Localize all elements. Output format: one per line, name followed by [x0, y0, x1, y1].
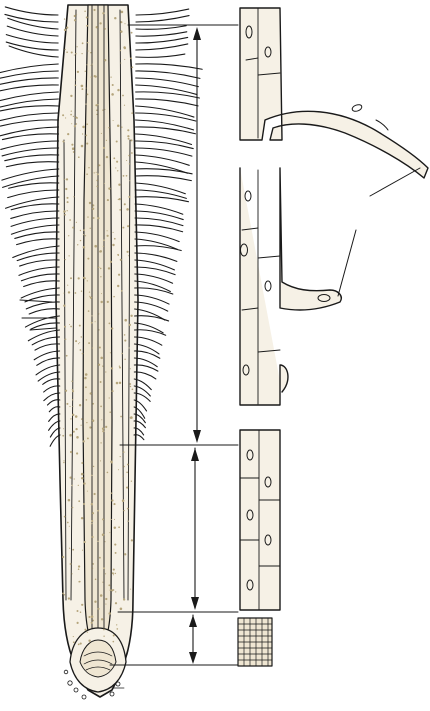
root-hair — [26, 302, 59, 309]
upper-zone-marker — [193, 27, 201, 443]
middle-zone-marker — [191, 448, 199, 610]
root-hair — [135, 225, 183, 232]
root-hair — [135, 148, 192, 156]
root-hair — [0, 78, 58, 85]
root-hair-cell-icon — [238, 8, 428, 666]
root-hair — [21, 274, 59, 281]
root-hair — [135, 323, 164, 333]
root-hair — [35, 344, 60, 350]
root-hair — [0, 85, 58, 92]
root-hair — [20, 260, 60, 266]
root-hair — [136, 113, 196, 121]
root-hair — [2, 134, 58, 140]
root-hair — [136, 99, 198, 106]
root-hair — [136, 71, 200, 78]
root-hair — [134, 337, 161, 345]
root-hair — [136, 9, 189, 15]
root-hair — [0, 120, 58, 126]
root-hairs-left — [0, 7, 60, 446]
root-hair — [136, 32, 187, 36]
root-hair — [9, 46, 58, 57]
root-hair — [5, 14, 58, 22]
root-hair — [17, 239, 59, 245]
root-hair — [135, 232, 179, 242]
root-hair — [135, 176, 191, 181]
root-hair — [15, 232, 59, 238]
root-hair — [135, 281, 171, 291]
root-hair — [8, 18, 58, 29]
root-hair — [5, 155, 59, 161]
root-hairs-right — [134, 9, 202, 440]
root-hair — [135, 204, 183, 214]
root-hair — [0, 106, 58, 111]
root-hair — [136, 64, 202, 70]
root-hair — [6, 197, 59, 208]
root-hair — [134, 365, 158, 371]
root-hair — [6, 162, 58, 167]
root-hair — [136, 54, 185, 57]
root-hair — [8, 190, 59, 198]
root-hair — [38, 372, 60, 381]
root-hair — [11, 204, 59, 210]
root-hair — [11, 211, 59, 218]
root-hair — [2, 169, 59, 180]
root-tip-icon — [0, 5, 202, 699]
root-hair — [36, 365, 60, 375]
root-hair — [136, 44, 188, 50]
root-hair — [136, 26, 186, 30]
root-hair — [135, 316, 169, 321]
root-hair — [5, 7, 58, 15]
root-hair — [37, 358, 60, 365]
root-hair — [7, 26, 58, 36]
root-hair — [24, 281, 60, 287]
root-hair — [135, 288, 173, 294]
root-hair — [0, 92, 58, 102]
root-hair — [135, 197, 188, 202]
lower-zone-marker — [189, 615, 197, 664]
root-hair — [136, 16, 189, 22]
root-hair — [136, 37, 188, 43]
root-hair — [135, 155, 189, 165]
root-hair — [135, 330, 166, 335]
root-hair — [11, 225, 59, 234]
root-hair — [29, 309, 59, 314]
